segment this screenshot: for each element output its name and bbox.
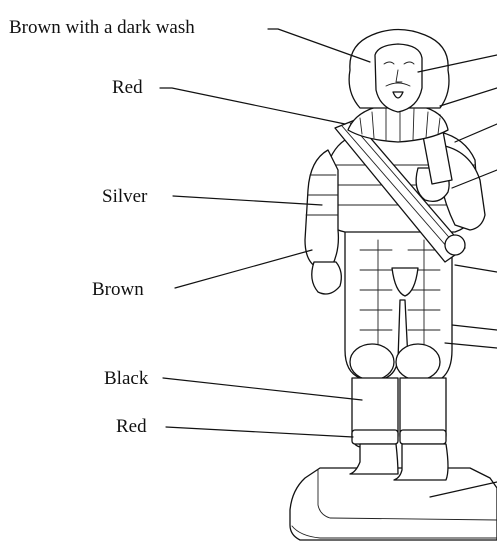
label-sash: Red xyxy=(112,78,143,98)
leader-right-3 xyxy=(455,124,497,142)
leader-right-5 xyxy=(455,265,497,272)
label-armor: Silver xyxy=(102,187,147,207)
leader-right-7 xyxy=(445,343,497,348)
leader-right-6 xyxy=(452,325,497,330)
leader-garter xyxy=(166,427,353,437)
leader-sash xyxy=(160,88,345,124)
leader-right-1 xyxy=(418,55,497,72)
leader-hair xyxy=(268,29,370,62)
label-kneecap: Black xyxy=(104,369,148,389)
leader-right-8 xyxy=(430,482,497,497)
leader-kneecap xyxy=(163,378,362,400)
leader-glove xyxy=(175,250,312,288)
leader-right-2 xyxy=(440,88,497,106)
label-garter: Red xyxy=(116,417,147,437)
leader-armor-left xyxy=(173,196,322,205)
label-glove: Brown xyxy=(92,280,144,300)
leader-right-4 xyxy=(452,170,497,188)
label-hair: Brown with a dark wash xyxy=(9,18,195,38)
